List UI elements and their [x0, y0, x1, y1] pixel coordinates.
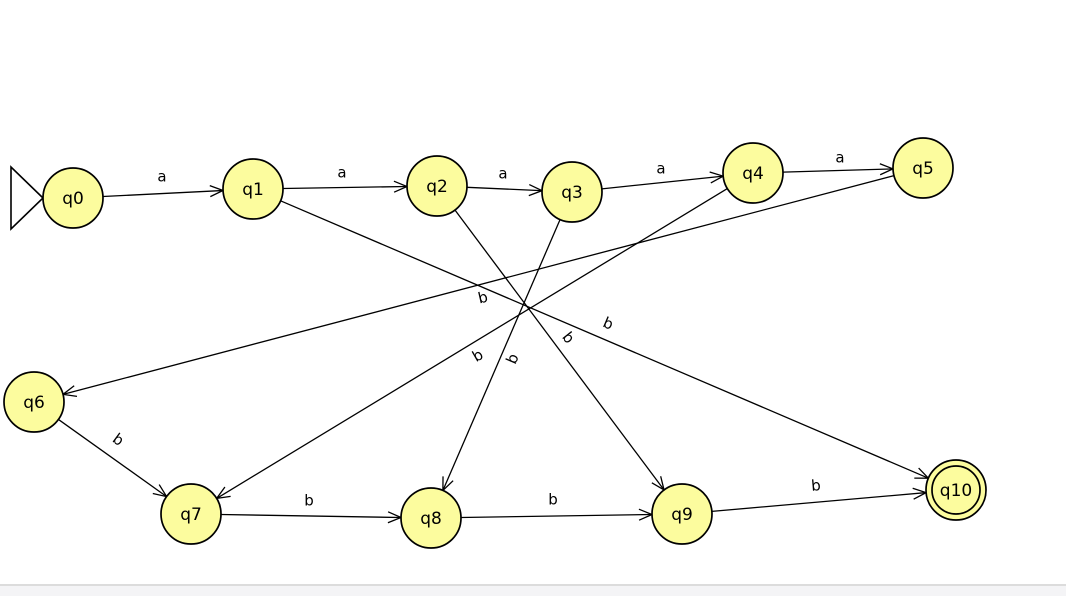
state-label-q8: q8	[420, 509, 442, 529]
transition-label-q6-q7[interactable]: b	[109, 430, 127, 450]
transition-label-q9-q10[interactable]: b	[810, 476, 821, 495]
transition-label-q0-q1[interactable]: a	[157, 168, 166, 186]
transition-label-q4-q5[interactable]: a	[835, 149, 844, 167]
transition-label-q7-q8[interactable]: b	[304, 492, 314, 510]
state-circle-q4	[722, 142, 784, 204]
state-circle-q1	[222, 158, 284, 220]
transition-q0-q1	[102, 185, 225, 198]
transition-q4-q5	[782, 163, 895, 176]
state-circle-q5	[892, 137, 954, 199]
state-label-q1: q1	[242, 180, 264, 200]
state-q4[interactable]: q4	[722, 142, 784, 204]
transition-label-q8-q9[interactable]: b	[548, 491, 558, 509]
transition-q3-q8	[442, 219, 561, 492]
state-circle-q10	[925, 459, 987, 521]
state-circle-q7	[160, 483, 222, 545]
state-circle-q6	[3, 371, 65, 433]
state-circle-q0	[42, 167, 104, 229]
transition-label-q3-q4[interactable]: a	[656, 160, 665, 178]
transition-q9-q10	[711, 487, 928, 513]
transition-label-q1-q10[interactable]: b	[600, 313, 616, 333]
accepting-ring-q10	[931, 465, 981, 515]
transition-q8-q9	[460, 508, 654, 521]
state-label-q7: q7	[180, 505, 202, 525]
transition-q2-q3	[466, 184, 544, 197]
state-circle-q9	[651, 483, 713, 545]
transition-label-q2-q9[interactable]: b	[558, 328, 578, 347]
state-q9[interactable]: q9	[651, 483, 713, 545]
state-q5[interactable]: q5	[892, 137, 954, 199]
transition-q1-q2	[282, 180, 409, 193]
transition-q3-q4	[601, 171, 725, 190]
state-label-q6: q6	[23, 393, 45, 413]
state-label-q0: q0	[62, 189, 84, 209]
state-circle-q8	[400, 487, 462, 549]
transition-q7-q8	[220, 511, 403, 524]
transition-q2-q9	[454, 209, 666, 492]
transition-label-q4-q7[interactable]: b	[469, 345, 486, 365]
state-label-q10: q10	[940, 481, 972, 501]
state-q6[interactable]: q6	[3, 371, 65, 433]
state-label-q3: q3	[561, 183, 583, 203]
transition-label-q5-q6[interactable]: b	[476, 288, 489, 308]
state-q7[interactable]: q7	[160, 483, 222, 545]
transition-label-q3-q8[interactable]: b	[502, 351, 522, 367]
bottom-panel-edge	[0, 584, 1066, 596]
state-q1[interactable]: q1	[222, 158, 284, 220]
state-label-q9: q9	[671, 505, 693, 525]
transition-q5-q6	[61, 175, 895, 398]
transition-q1-q10	[280, 200, 930, 479]
initial-state-marker	[10, 165, 45, 231]
state-q8[interactable]: q8	[400, 487, 462, 549]
transition-q6-q7	[58, 418, 168, 498]
transition-label-q2-q3[interactable]: a	[498, 165, 507, 183]
state-label-q5: q5	[912, 159, 934, 179]
state-q3[interactable]: q3	[541, 161, 603, 223]
state-circle-q3	[541, 161, 603, 223]
state-q2[interactable]: q2	[406, 155, 468, 217]
transition-label-q1-q2[interactable]: a	[337, 164, 346, 182]
state-q10[interactable]: q10	[925, 459, 987, 521]
state-q0[interactable]: q0	[42, 167, 104, 229]
state-label-q4: q4	[742, 164, 764, 184]
transition-q4-q7	[215, 188, 728, 500]
state-label-q2: q2	[426, 177, 448, 197]
state-circle-q2	[406, 155, 468, 217]
